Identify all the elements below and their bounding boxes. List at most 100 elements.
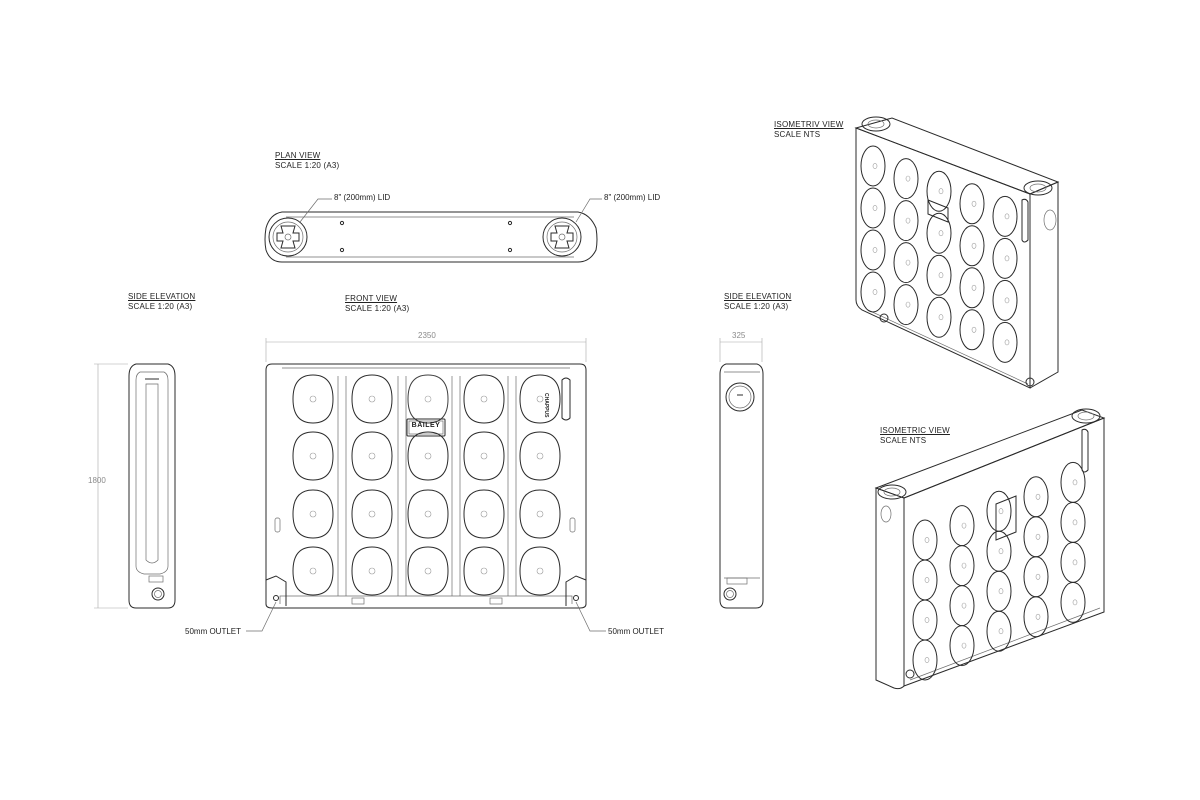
front-lobe: [351, 489, 393, 539]
isometric-top-title: ISOMETRIV VIEW: [774, 120, 844, 129]
front-lobe: [519, 431, 561, 481]
plan-view-drawing: [264, 198, 602, 263]
iso-lobe: [986, 610, 1012, 652]
iso-lobe: [992, 237, 1018, 279]
iso-lobe: [1023, 556, 1049, 598]
side-elevation-left-title: SIDE ELEVATION: [128, 292, 196, 301]
iso-lobe: [986, 490, 1012, 532]
iso-lobe: [1023, 596, 1049, 638]
iso-lobe: [860, 271, 886, 313]
iso-lobe: [959, 267, 985, 309]
iso-lobe: [912, 519, 938, 561]
front-view-scale: SCALE 1:20 (A3): [345, 304, 410, 313]
front-lobe: [407, 546, 449, 596]
brand-logo-text: BAILEY: [411, 422, 441, 429]
iso-lobe: [992, 195, 1018, 237]
iso-lobe: [893, 284, 919, 326]
plan-view-label: PLAN VIEW SCALE 1:20 (A3): [275, 151, 339, 171]
front-lobe: [463, 431, 505, 481]
iso-lobe: [1023, 476, 1049, 518]
isometric-bottom-drawing: [874, 408, 1106, 690]
plan-view-title: PLAN VIEW: [275, 151, 321, 160]
outlet-callout-right: 50mm OUTLET: [608, 627, 665, 636]
iso-lobe: [926, 170, 952, 212]
dimension-height: 1800: [88, 476, 106, 485]
side-elevation-right-title: SIDE ELEVATION: [724, 292, 792, 301]
iso-lobe: [992, 279, 1018, 321]
front-lobe: [351, 374, 393, 424]
front-lobe: [292, 431, 334, 481]
plan-lid-right: [542, 217, 582, 257]
iso-lobe: [1060, 501, 1086, 543]
side-elevation-left-drawing: [94, 363, 176, 609]
iso-top-lobe-columns: [860, 145, 1018, 363]
front-view-label: FRONT VIEW SCALE 1:20 (A3): [345, 294, 409, 314]
iso-lobe: [926, 212, 952, 254]
side-elevation-right-drawing: [719, 338, 764, 609]
iso-lobe: [1060, 581, 1086, 623]
front-view-drawing: [246, 338, 606, 632]
iso-bottom-lobe-columns: [912, 461, 1086, 681]
iso-lobe: [860, 229, 886, 271]
side-elevation-right-label: SIDE ELEVATION SCALE 1:20 (A3): [724, 292, 791, 312]
isometric-top-scale: SCALE NTS: [774, 130, 821, 139]
iso-lobe: [912, 599, 938, 641]
iso-lobe: [893, 158, 919, 200]
isometric-top-label: ISOMETRIV VIEW SCALE NTS: [774, 120, 843, 140]
front-lobe: [407, 431, 449, 481]
isometric-top-drawing: [854, 116, 1060, 389]
iso-lobe: [949, 545, 975, 587]
dimension-width: 2350: [418, 331, 436, 340]
front-lobe: [463, 546, 505, 596]
side-elevation-left-label: SIDE ELEVATION SCALE 1:20 (A3): [128, 292, 195, 312]
front-lobe-grid: [292, 374, 561, 596]
iso-lobe: [959, 225, 985, 267]
iso-lobe: [860, 145, 886, 187]
iso-lobe: [860, 187, 886, 229]
iso-lobe: [959, 309, 985, 351]
iso-lobe: [1060, 461, 1086, 503]
isometric-bottom-title: ISOMETRIC VIEW: [880, 426, 950, 435]
front-lobe: [407, 374, 449, 424]
iso-lobe: [912, 559, 938, 601]
front-lobe: [519, 546, 561, 596]
front-lobe: [519, 489, 561, 539]
iso-lobe: [949, 505, 975, 547]
isometric-bottom-scale: SCALE NTS: [880, 436, 927, 445]
front-lobe: [351, 546, 393, 596]
iso-lobe: [1023, 516, 1049, 558]
front-lobe: [292, 546, 334, 596]
front-lobe: [351, 431, 393, 481]
iso-lobe: [992, 321, 1018, 363]
iso-lobe: [986, 530, 1012, 572]
iso-lobe: [986, 570, 1012, 612]
front-lobe: [463, 489, 505, 539]
side-elevation-left-scale: SCALE 1:20 (A3): [128, 302, 193, 311]
plan-view-scale: SCALE 1:20 (A3): [275, 161, 340, 170]
iso-lobe: [893, 242, 919, 284]
lid-callout-right: 8" (200mm) LID: [604, 193, 661, 202]
plan-lid-left: [268, 217, 308, 257]
front-lobe: [292, 489, 334, 539]
front-lobe: [463, 374, 505, 424]
outlet-callout-left: 50mm OUTLET: [185, 627, 242, 636]
isometric-bottom-label: ISOMETRIC VIEW SCALE NTS: [880, 426, 950, 446]
brand-side-text: CHAPPUS: [543, 393, 549, 418]
front-view-title: FRONT VIEW: [345, 294, 398, 303]
front-lobe: [292, 374, 334, 424]
iso-lobe: [912, 639, 938, 681]
front-lobe: [407, 489, 449, 539]
iso-lobe: [949, 625, 975, 667]
iso-lobe: [1060, 541, 1086, 583]
iso-lobe: [893, 200, 919, 242]
side-elevation-right-scale: SCALE 1:20 (A3): [724, 302, 789, 311]
iso-lobe: [926, 254, 952, 296]
dimension-depth: 325: [732, 331, 746, 340]
iso-lobe: [949, 585, 975, 627]
front-lobe: [519, 374, 561, 424]
front-logo-plate: [406, 418, 446, 437]
lid-callout-left: 8" (200mm) LID: [334, 193, 391, 202]
iso-lobe: [926, 296, 952, 338]
iso-lobe: [959, 183, 985, 225]
